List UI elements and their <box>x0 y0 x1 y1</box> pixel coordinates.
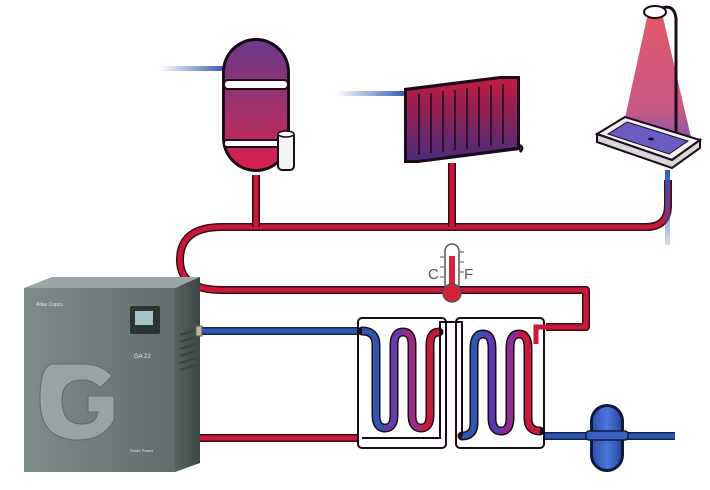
hot-water-tank-icon <box>222 38 295 172</box>
radiator-icon <box>404 76 524 163</box>
branch-pipes <box>252 163 456 227</box>
outlet-fitting <box>195 325 203 337</box>
fahrenheit-label: F <box>464 266 473 283</box>
compressor-icon <box>24 277 200 472</box>
thermometer-icon <box>440 243 464 303</box>
heat-exchanger-icon <box>357 317 546 449</box>
expansion-vessel-icon <box>585 404 629 472</box>
shower-icon <box>594 5 703 170</box>
badge-label: Smart Power <box>130 448 154 453</box>
hot-water-loop <box>176 180 672 331</box>
celsius-label: C <box>428 266 439 283</box>
brand-label: Atlas Copco <box>36 302 63 308</box>
model-label: GA 22 <box>134 354 151 360</box>
cold-water-pipes <box>160 66 675 440</box>
